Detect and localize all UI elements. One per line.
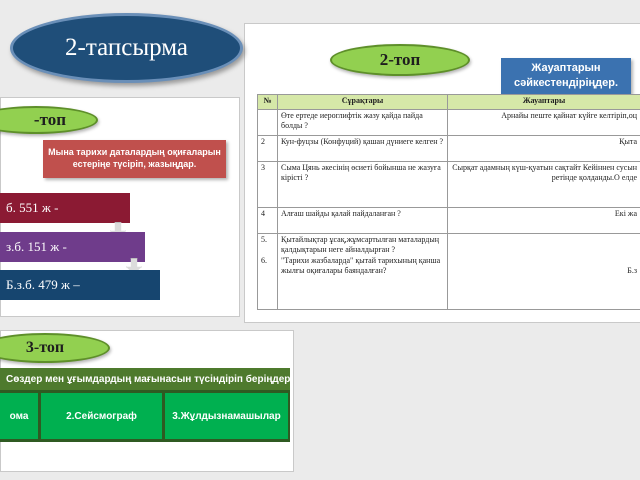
row-question: Өте ертеде иероглифтік жазу қайда пайда … [277,109,448,136]
row-num: 3 [257,161,278,208]
row-answer: Сырқат адамның күш-қуатын сақтайт Кейінн… [447,161,640,208]
table-row: 4 Алғаш шайды қалай пайдаланған ? Екі жа [257,207,640,234]
row-answer: Б.з [447,233,640,310]
table-row: 3 Сыма Цянь әкесінің өсиеті бойынша не ж… [257,161,640,208]
row-num: 2 [257,135,278,162]
group1-task-box: Мына тарихи даталардың оқиғаларын естері… [43,140,226,178]
table-row: 5. 6. Қытайлықтар ұсақ,жұмсартылған мата… [257,233,640,310]
row-answer: Қыта [447,135,640,162]
group3-task-banner: Сөздер мен ұғымдардың мағынасын түсіндір… [0,368,290,390]
row-answer: Екі жа [447,207,640,234]
row-num: 4 [257,207,278,234]
header-questions: Сұрақтары [277,94,448,110]
row-answer: Арнайы пеште қайнат күйге келтіріп,оц [447,109,640,136]
term-1: ома [0,393,38,439]
table-row: 2 Кун-фуцзы (Конфуций) қашан дүниеге кел… [257,135,640,162]
group3-label: 3-топ [0,333,110,363]
table-row: Өте ертеде иероглифтік жазу қайда пайда … [257,109,640,136]
group1-label: -топ [0,106,98,134]
slide-title: 2-тапсырма [10,13,243,83]
row-question: Қытайлықтар ұсақ,жұмсартылған маталардың… [277,233,448,310]
date-step-1: б. 551 ж - [0,193,130,223]
row-question: Алғаш шайды қалай пайдаланған ? [277,207,448,234]
questions-table: № Сұрақтары Жауаптары Өте ертеде иерогли… [257,94,640,310]
term-2: 2.Сейсмограф [41,393,162,439]
row-question: Сыма Цянь әкесінің өсиеті бойынша не жаз… [277,161,448,208]
row-num [257,109,278,136]
table-header-row: № Сұрақтары Жауаптары [257,94,640,110]
date-step-2: з.б. 151 ж - [0,232,145,262]
header-num: № [257,94,278,110]
row-num: 5. 6. [257,233,278,310]
header-answers: Жауаптары [447,94,640,110]
row-question: Кун-фуцзы (Конфуций) қашан дүниеге келге… [277,135,448,162]
group2-label: 2-топ [330,44,470,76]
term-3: 3.Жұлдызнамашылар [165,393,288,439]
group2-task-box: Жауаптарын сәйкестендіріңдер. [501,58,631,94]
date-step-3: Б.з.б. 479 ж – [0,270,160,300]
